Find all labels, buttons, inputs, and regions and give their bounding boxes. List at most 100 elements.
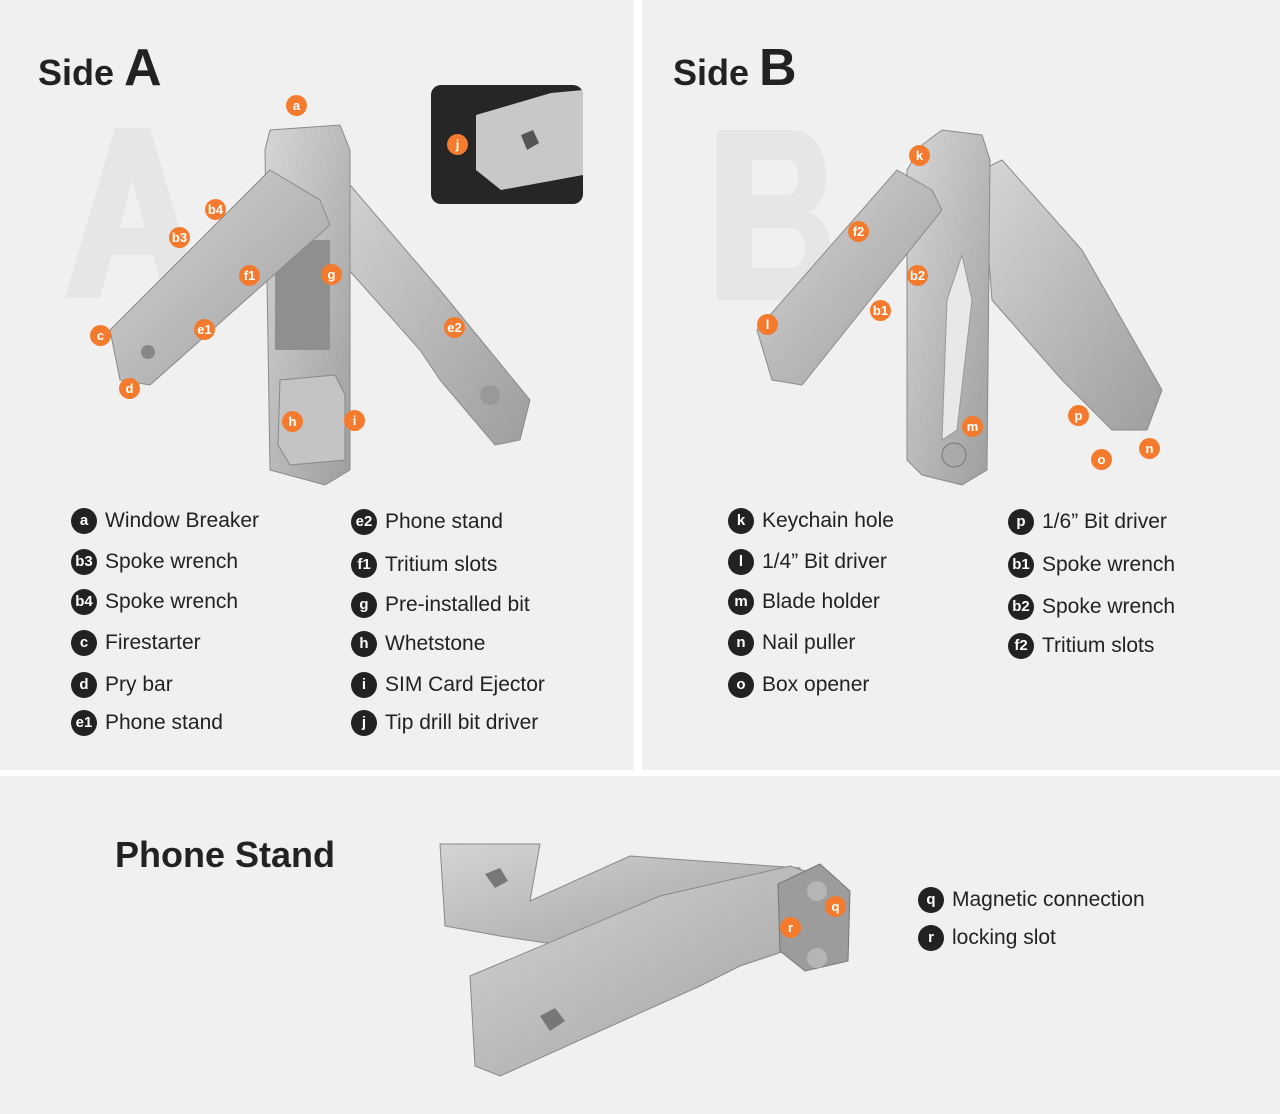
legend-label: Window Breaker: [105, 509, 260, 532]
legend-item: e2 Phone stand: [351, 508, 503, 536]
marker-d: d: [119, 378, 140, 399]
multitool-side-b-illustration: [756, 129, 1163, 486]
marker-b3: b3: [169, 227, 190, 248]
marker-j: j: [447, 134, 468, 155]
legend-badge: q: [918, 887, 944, 913]
multitool-side-a-illustration: [109, 124, 531, 486]
side-a-watermark-logo: [65, 128, 200, 298]
legend-badge: e2: [351, 509, 377, 535]
legend-label: Firestarter: [105, 631, 201, 654]
marker-f1: f1: [239, 265, 260, 286]
side-b-watermark-logo: [717, 130, 832, 300]
legend-item: i SIM Card Ejector: [351, 671, 545, 699]
legend-item: c Firestarter: [71, 629, 201, 657]
legend-badge: r: [918, 925, 944, 951]
legend-label: Spoke wrench: [105, 590, 239, 613]
phone-stand-title: Phone Stand: [115, 834, 336, 875]
legend-label: Spoke wrench: [1042, 595, 1176, 618]
legend-label: Phone stand: [385, 510, 503, 533]
legend-badge: c: [71, 630, 97, 656]
marker-n: n: [1139, 438, 1160, 459]
tip-driver-illustration: [476, 90, 583, 190]
legend-item: b2 Spoke wrench: [1008, 593, 1175, 621]
legend-badge: a: [71, 508, 97, 534]
marker-p: p: [1068, 405, 1089, 426]
legend-badge: n: [728, 630, 754, 656]
marker-f2: f2: [848, 221, 869, 242]
marker-r: r: [780, 917, 801, 938]
title-prefix: Side: [38, 52, 115, 93]
legend-badge: f1: [351, 552, 377, 578]
marker-q: q: [825, 896, 846, 917]
marker-l: l: [757, 314, 778, 335]
legend-label: SIM Card Ejector: [385, 673, 545, 696]
legend-item: b3 Spoke wrench: [71, 548, 238, 576]
legend-badge: b4: [71, 589, 97, 615]
legend-item: a Window Breaker: [71, 507, 259, 535]
phone-stand-illustration: [439, 843, 851, 1077]
marker-a: a: [286, 95, 307, 116]
legend-label: Spoke wrench: [1042, 553, 1176, 576]
title-letter: B: [759, 39, 797, 97]
legend-label: Tip drill bit driver: [385, 711, 539, 734]
legend-item: q Magnetic connection: [918, 886, 1145, 914]
side-a-title: Side A: [38, 38, 162, 98]
title-letter: A: [124, 39, 162, 97]
legend-badge: i: [351, 672, 377, 698]
legend-item: o Box opener: [728, 671, 869, 699]
legend-badge: b2: [1008, 594, 1034, 620]
legend-item: l 1/4” Bit driver: [728, 548, 887, 576]
legend-label: Whetstone: [385, 632, 486, 655]
legend-label: 1/4” Bit driver: [762, 550, 887, 573]
side-b-title: Side B: [673, 38, 797, 98]
legend-label: Box opener: [762, 673, 870, 696]
legend-badge: g: [351, 592, 377, 618]
legend-badge: d: [71, 672, 97, 698]
legend-badge: o: [728, 672, 754, 698]
legend-badge: k: [728, 508, 754, 534]
marker-b4: b4: [205, 199, 226, 220]
legend-item: b4 Spoke wrench: [71, 588, 238, 616]
legend-label: Tritium slots: [1042, 634, 1155, 657]
title-prefix: Side: [673, 52, 750, 93]
legend-label: 1/6” Bit driver: [1042, 510, 1167, 533]
legend-item: f2 Tritium slots: [1008, 632, 1154, 660]
legend-label: locking slot: [952, 926, 1056, 949]
legend-badge: p: [1008, 509, 1034, 535]
legend-badge: m: [728, 589, 754, 615]
legend-badge: j: [351, 710, 377, 736]
marker-g: g: [321, 264, 342, 285]
marker-c: c: [90, 325, 111, 346]
legend-label: Pry bar: [105, 673, 173, 696]
legend-label: Tritium slots: [385, 553, 498, 576]
legend-badge: l: [728, 549, 754, 575]
marker-m: m: [962, 416, 983, 437]
marker-i: i: [344, 410, 365, 431]
legend-item: f1 Tritium slots: [351, 551, 497, 579]
legend-label: Magnetic connection: [952, 888, 1145, 911]
watermark-letter-a-shape: [65, 128, 200, 298]
marker-k: k: [909, 145, 930, 166]
legend-label: Spoke wrench: [105, 550, 239, 573]
legend-badge: b3: [71, 549, 97, 575]
legend-label: Phone stand: [105, 711, 223, 734]
legend-item: b1 Spoke wrench: [1008, 551, 1175, 579]
marker-e2: e2: [444, 317, 465, 338]
legend-item: h Whetstone: [351, 630, 485, 658]
legend-item: j Tip drill bit driver: [351, 709, 538, 737]
legend-badge: h: [351, 631, 377, 657]
marker-h: h: [282, 411, 303, 432]
legend-badge: f2: [1008, 633, 1034, 659]
legend-item: r locking slot: [918, 924, 1056, 952]
watermark-letter-b-shape: [717, 130, 832, 300]
marker-b1: b1: [870, 300, 891, 321]
legend-badge: b1: [1008, 552, 1034, 578]
